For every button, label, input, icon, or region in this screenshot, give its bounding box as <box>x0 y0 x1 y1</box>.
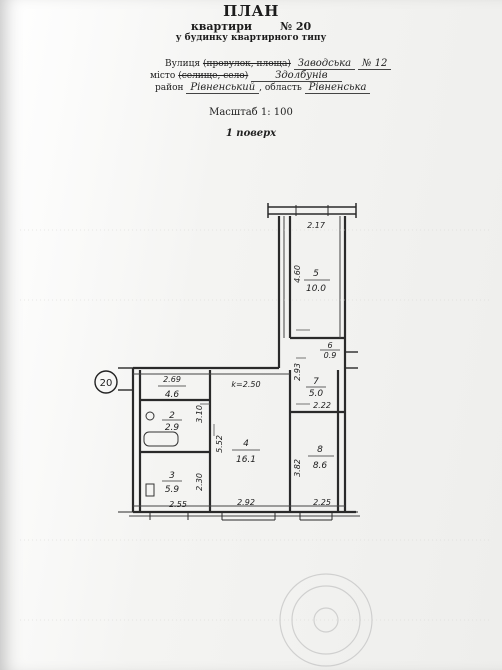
district-value: Рівненський <box>186 82 260 94</box>
street-value: Заводська <box>293 58 356 70</box>
room-5-number: 5 <box>313 269 319 279</box>
door-marks <box>200 329 310 436</box>
room-6-number: 6 <box>327 341 332 350</box>
room-7-number: 7 <box>313 377 319 387</box>
dim-room4-width: 2.92 <box>237 498 255 507</box>
room-2-area: 2.9 <box>165 423 180 433</box>
street-row: Вулиця (провулок, площа) Заводська № 12 <box>0 58 502 70</box>
dim-kitchen-length: 2.30 <box>195 473 204 491</box>
dim-corridor-length: 2.93 <box>293 363 302 381</box>
stove-icon <box>145 483 155 497</box>
dim-room5-length: 4.60 <box>293 265 302 283</box>
room-3-number: 3 <box>169 471 175 481</box>
room-4-area: 16.1 <box>236 455 256 465</box>
street-struck-options: (провулок, площа) <box>202 59 291 69</box>
dim-room8-width: 2.25 <box>313 498 331 507</box>
hall-area: 4.6 <box>165 390 180 400</box>
subtitle-prefix: квартири <box>190 20 253 33</box>
dim-room4-length: 5.52 <box>215 435 224 453</box>
room-6-area: 0.9 <box>324 351 337 360</box>
bottom-windows <box>118 511 358 521</box>
region-prefix: , область <box>259 83 302 93</box>
apartment-number: № 20 <box>280 20 312 33</box>
house-number: № 12 <box>358 58 392 70</box>
city-struck-options: (селище, село) <box>178 71 249 81</box>
walls <box>131 216 356 514</box>
city-row: місто (селище, село) Здолбунів <box>0 70 502 82</box>
room-2-number: 2 <box>169 411 175 421</box>
dim-room8-length: 3.82 <box>293 459 302 477</box>
street-prefix: Вулиця <box>165 59 201 69</box>
district-row: район Рівненський, область Рівненська <box>0 82 502 94</box>
dim-bath-length: 3.10 <box>195 405 204 423</box>
city-value: Здолбунів <box>251 70 342 82</box>
stamp-seal <box>279 573 373 667</box>
dim-kitchen-width: 2.55 <box>169 500 187 509</box>
room-7-area: 5.0 <box>309 389 324 399</box>
room-8-number: 8 <box>317 445 323 455</box>
wall-inner-lines <box>129 216 360 517</box>
room-4-number: 4 <box>243 439 249 449</box>
region-value: Рівненська <box>304 82 371 94</box>
top-window <box>267 203 357 218</box>
dim-hall-length: 2.69 <box>163 375 181 384</box>
district-prefix: район <box>155 83 184 93</box>
dim-room5-width: 2.17 <box>307 221 326 230</box>
sink-icon <box>145 411 155 421</box>
entrance-stub <box>118 351 358 391</box>
building-note: у будинку квартирного типу <box>175 33 327 43</box>
entrance-number: 20 <box>100 378 113 389</box>
room-5-area: 10.0 <box>306 284 326 294</box>
page-rules <box>20 229 490 621</box>
floor-label: 1 поверх <box>225 128 277 139</box>
document-title: ПЛАН <box>223 2 279 20</box>
room-8-area: 8.6 <box>313 461 328 471</box>
document-subtitle: квартири № 20 <box>0 20 502 33</box>
city-prefix: місто <box>150 71 176 81</box>
dim-room7-width: 2.22 <box>313 401 331 410</box>
dim-room4-ceiling: k=2.50 <box>231 380 260 389</box>
bathtub-icon <box>143 431 179 447</box>
room-3-area: 5.9 <box>165 485 180 495</box>
entrance-marker <box>94 370 118 394</box>
scale-label: Масштаб 1: 100 <box>209 107 293 118</box>
